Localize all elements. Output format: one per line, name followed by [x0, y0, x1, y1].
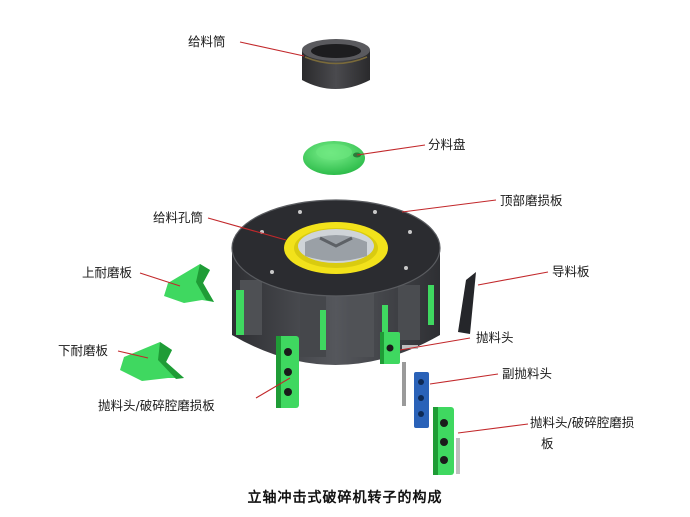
distributor-plate — [303, 141, 365, 175]
label-secondary-tip: 副抛料头 — [502, 366, 553, 381]
label-lower-wear-plate: 下耐磨板 — [58, 343, 109, 358]
label-tip-cavity-left: 抛料头/破碎腔磨损板 — [98, 398, 215, 413]
label-feed-tube: 给料筒 — [188, 34, 226, 49]
label-tip: 抛料头 — [476, 330, 514, 345]
label-top-wear-plate: 顶部磨损板 — [500, 193, 563, 208]
diagram-title: 立轴冲击式破碎机转子的构成 — [247, 490, 443, 506]
upper-wear-plate — [164, 264, 214, 303]
rotor-body — [231, 199, 441, 365]
leader-lines — [117, 41, 549, 434]
feed-tube — [302, 39, 370, 89]
label-tip-cavity-right-2: 板 — [541, 436, 554, 451]
label-guide-plate: 导料板 — [552, 264, 590, 279]
label-upper-wear-plate: 上耐磨板 — [82, 265, 133, 280]
secondary-tip — [402, 362, 429, 428]
tip-cavity-plate-right — [433, 407, 460, 475]
label-tip-cavity-right-1: 抛料头/破碎腔磨损 — [530, 415, 635, 430]
label-feed-eye-ring: 给料孔筒 — [153, 210, 204, 225]
tip-cavity-plate-left — [276, 336, 299, 408]
label-distributor-plate: 分料盘 — [428, 137, 466, 152]
lower-wear-plate — [120, 342, 184, 381]
guide-plate — [458, 272, 476, 334]
tip-on-rotor — [380, 332, 418, 364]
